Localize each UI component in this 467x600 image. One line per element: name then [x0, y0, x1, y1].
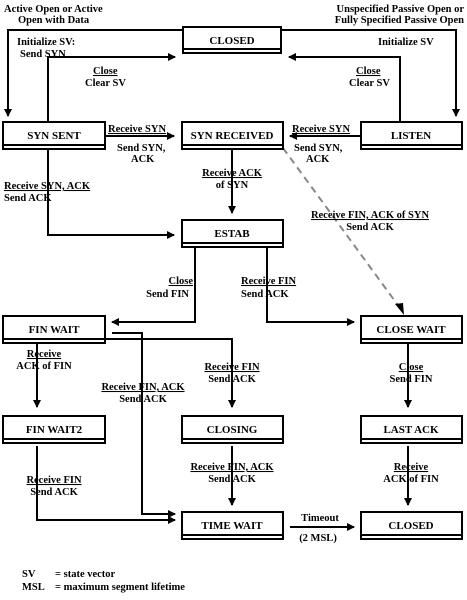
arrow-syn-sent-to-estab: [47, 150, 175, 239]
label-recv-fin-estab-2: Send ACK: [241, 289, 289, 300]
arrow-active-open: [4, 29, 182, 117]
arrow-fin-wait-to-closing: [80, 338, 236, 408]
label-recv-fin-fw2-2: Send ACK: [30, 487, 78, 498]
arrow-syn-rcvd-to-close-wait-dashed: [282, 147, 401, 309]
state-last-ack: LAST ACK: [383, 424, 439, 436]
state-names: CLOSED SYN SENT SYN RECEIVED LISTEN ESTA…: [26, 35, 446, 532]
legend: SV = state vector MSL = maximum segment …: [22, 569, 185, 593]
label-init-sv-right: Initialize SV: [378, 37, 434, 48]
label-init-sv-left-1: Initialize SV:: [17, 37, 75, 48]
label-passive-open-1: Unspecified Passive Open or: [337, 4, 465, 15]
state-close-wait: CLOSE WAIT: [376, 324, 446, 336]
arrow-estab-to-close-wait: [266, 248, 355, 326]
label-recv-syn-right: Receive SYN: [292, 124, 350, 135]
legend-msl-key: MSL: [22, 582, 45, 593]
label-close-cw-1: Close: [399, 362, 424, 373]
label-recv-ack-fin-left-1: Receive: [27, 349, 62, 360]
state-time-wait: TIME WAIT: [201, 520, 263, 532]
arrowhead-close-wait: [395, 303, 404, 315]
label-timeout-1: Timeout: [301, 513, 339, 524]
state-fin-wait2: FIN WAIT2: [26, 424, 83, 436]
label-recv-finack-closing-2: Send ACK: [208, 474, 256, 485]
state-syn-sent: SYN SENT: [27, 130, 81, 142]
label-timeout-2: (2 MSL): [299, 533, 337, 544]
label-active-open-2: Open with Data: [18, 15, 90, 26]
state-closing: CLOSING: [207, 424, 258, 436]
transition-arrows: [4, 29, 460, 531]
label-recv-fin-estab-1: Receive FIN: [241, 276, 297, 287]
label-recv-ack-syn-1: Receive ACK: [202, 168, 263, 179]
label-send-synack-left-2: ACK: [131, 154, 155, 165]
label-recv-fin-closing-2: Send ACK: [208, 374, 256, 385]
state-estab: ESTAB: [214, 228, 250, 240]
label-recv-finack-closing-1: Receive FIN, ACK: [190, 462, 274, 473]
label-active-open-1: Active Open or Active: [4, 4, 103, 15]
label-init-sv-left-2: Send SYN: [20, 49, 66, 60]
label-recv-fin-fw2-1: Receive FIN: [26, 475, 82, 486]
label-close-left-1: Close: [93, 66, 118, 77]
state-closed-top: CLOSED: [209, 35, 254, 47]
label-recv-synack-1: Receive SYN, ACK: [4, 181, 91, 192]
arrow-listen-close: [288, 53, 401, 123]
arrow-estab-to-fin-wait: [111, 248, 196, 326]
label-recv-synack-2: Send ACK: [4, 193, 52, 204]
arrow-passive-open: [281, 29, 460, 117]
label-send-synack-right-1: Send SYN,: [294, 143, 343, 154]
state-box-shadows: [3, 48, 462, 536]
label-recv-finack-mid-2: Send ACK: [119, 394, 167, 405]
label-close-right-1: Close: [356, 66, 381, 77]
legend-sv-key: SV: [22, 569, 36, 580]
legend-msl-val: = maximum segment lifetime: [55, 582, 185, 593]
label-send-synack-right-2: ACK: [306, 154, 330, 165]
label-close-left-2: Clear SV: [85, 78, 126, 89]
state-listen: LISTEN: [391, 130, 431, 142]
arrow-fin-wait-to-time-wait: [112, 332, 176, 518]
label-recv-finack-syn-2: Send ACK: [346, 222, 394, 233]
label-recv-ack-fin-left-2: ACK of FIN: [16, 361, 72, 372]
label-recv-ack-syn-2: of SYN: [216, 180, 249, 191]
label-recv-fin-closing-1: Receive FIN: [204, 362, 260, 373]
state-fin-wait: FIN WAIT: [29, 324, 81, 336]
label-recv-syn-left: Receive SYN: [108, 124, 166, 135]
label-send-synack-left-1: Send SYN,: [117, 143, 166, 154]
arrow-fin-wait2-to-time-wait: [36, 446, 176, 524]
label-close-cw-2: Send FIN: [390, 374, 433, 385]
arrow-syn-sent-close: [47, 53, 176, 123]
label-recv-ack-fin-right-2: ACK of FIN: [383, 474, 439, 485]
label-close-estab-1: Close: [169, 276, 194, 287]
label-recv-finack-syn-1: Receive FIN, ACK of SYN: [311, 210, 430, 221]
state-syn-received: SYN RECEIVED: [191, 130, 274, 142]
label-recv-ack-fin-right-1: Receive: [394, 462, 429, 473]
label-close-right-2: Clear SV: [349, 78, 390, 89]
legend-sv-val: = state vector: [55, 569, 116, 580]
transition-labels: Active Open or Active Open with Data Ini…: [4, 4, 464, 544]
label-recv-finack-mid-1: Receive FIN, ACK: [101, 382, 185, 393]
label-close-estab-2: Send FIN: [146, 289, 189, 300]
state-closed-bottom: CLOSED: [388, 520, 433, 532]
label-passive-open-2: Fully Specified Passive Open: [335, 15, 464, 26]
